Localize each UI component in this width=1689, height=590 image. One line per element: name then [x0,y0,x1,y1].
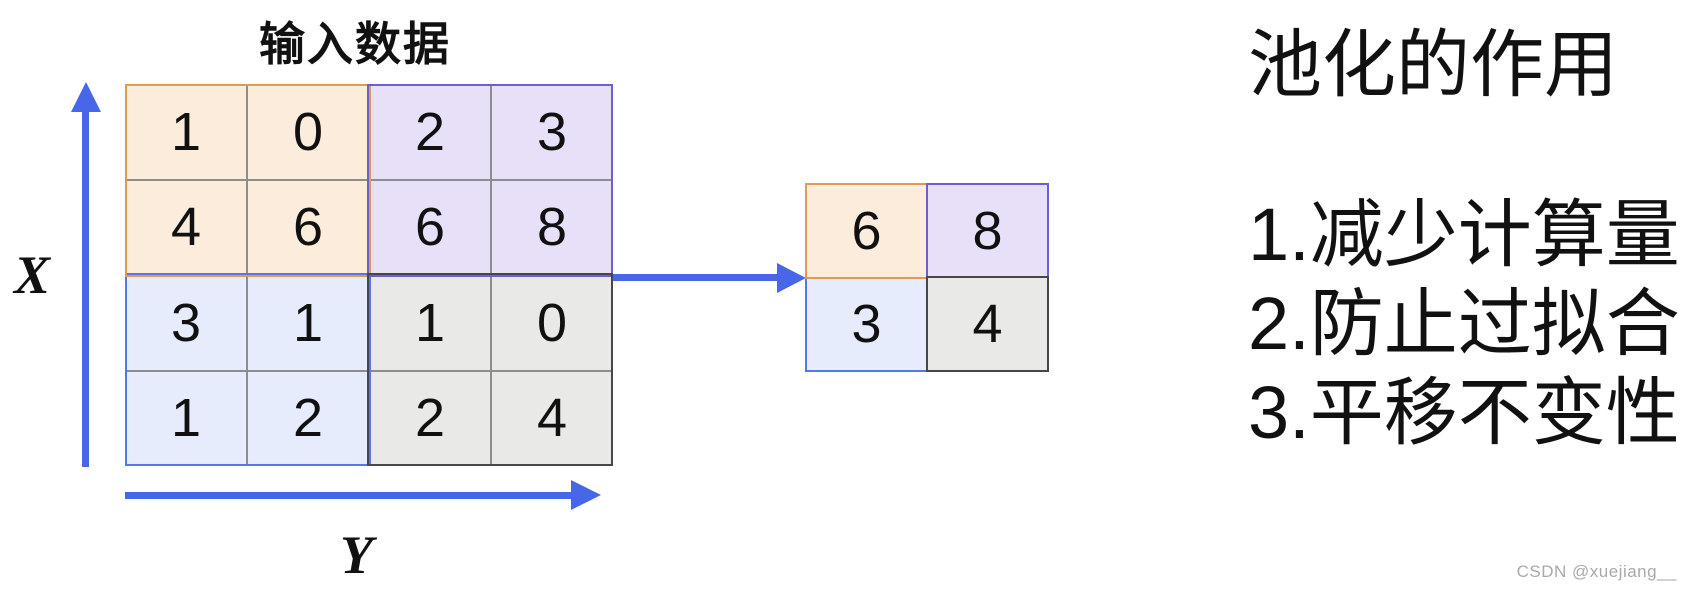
pooling-arrowhead-icon [777,263,806,293]
x-axis-line [82,106,89,467]
output-grid-cell: 8 [926,183,1049,279]
input-grid-cell: 0 [247,84,369,180]
input-grid-title: 输入数据 [259,18,451,70]
input-grid-cell: 2 [369,84,491,180]
y-axis-arrowhead-icon [571,480,601,510]
output-grid-cell: 3 [805,276,928,372]
input-grid-cell: 1 [125,370,247,466]
input-grid-cell: 0 [491,275,613,371]
x-axis-arrowhead-icon [71,82,101,112]
input-grid-cell: 3 [491,84,613,180]
input-grid-cell: 1 [125,84,247,180]
output-grid-cell: 4 [926,276,1049,372]
x-axis-label: X [14,245,51,305]
y-axis-line [125,492,575,499]
y-axis-label: Y [340,525,373,585]
input-grid-cell: 1 [369,275,491,371]
notes-title: 池化的作用 [1248,23,1618,106]
input-grid-cell: 2 [247,370,369,466]
input-grid-cell: 3 [125,275,247,371]
notes-item: 2.防止过拟合 [1248,282,1680,365]
input-grid-cell: 4 [491,370,613,466]
input-grid-cell: 8 [491,179,613,275]
input-grid-cell: 4 [125,179,247,275]
input-grid-cell: 6 [247,179,369,275]
pooling-arrow-line [613,274,779,281]
input-grid-cell: 1 [247,275,369,371]
notes-item: 3.平移不变性 [1248,371,1680,454]
input-grid-cell: 6 [369,179,491,275]
input-grid-cell: 2 [369,370,491,466]
watermark: CSDN @xuejiang__ [1516,562,1677,581]
output-grid-cell: 6 [805,183,928,279]
notes-item: 1.减少计算量 [1248,193,1680,276]
